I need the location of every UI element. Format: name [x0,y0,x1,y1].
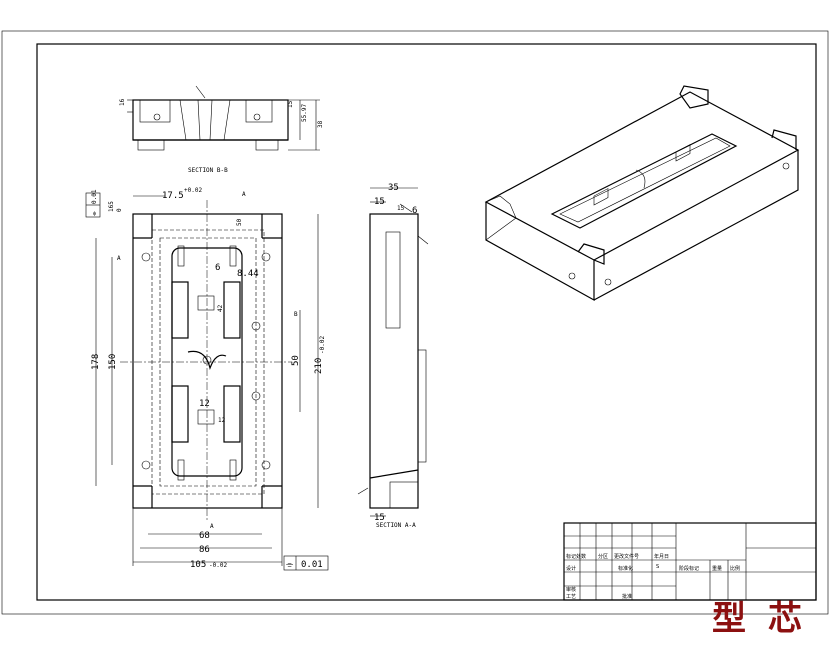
dim-50-top: 50 [236,218,243,226]
tb-weight: 重量 [712,565,722,572]
dim-bb-55-97: 55.97 [301,104,308,122]
flatness-value-bottom: 0.01 [301,560,323,570]
arrow-label-b: B [294,311,298,318]
dim-aa-15-bottom: 15 [374,513,385,523]
dim-12b: 12 [218,417,226,424]
dim-aa-6: 6 [412,206,417,216]
arrow-label-a-bottom: A [210,523,214,530]
watermark-text: 型芯 [712,599,824,639]
dim-aa-15-top: 15 [374,197,385,207]
section-aa-view: 35 15 15 6 15 SECTION A-A [357,183,429,529]
tb-zone: 分区 [598,553,608,560]
tb-process: 工艺 [566,594,576,600]
front-view: A A A B 17.5 +0.02 165 0 50 6 8.44 42 17… [85,187,329,571]
dim-8-44: 8.44 [237,269,259,279]
tb-design: 设计 [566,565,576,572]
outer-border [1,30,829,615]
arrow-label-a-top: A [242,191,246,198]
flatness-symbol-bottom: ⌯ [286,560,294,570]
tb-sign-date: 年月日 [654,553,669,560]
tb-approve: 批准 [622,593,632,600]
dim-17-5: 17.5 [162,191,184,201]
flatness-value-top: 0.01 [91,189,98,204]
dim-165: 165 [108,201,115,212]
tb-stage-mark: 阶段标记 [679,565,699,572]
dim-aa-35: 35 [388,183,399,193]
dim-105: 105 [190,560,206,570]
flatness-frame-top: ⌯ 0.01 [85,189,101,218]
dim-6: 6 [215,263,220,273]
isometric-view [484,85,800,302]
dim-210-tol: -0.02 [319,336,326,354]
dim-150: 150 [108,354,118,370]
dim-bb-15: 15 [287,100,294,108]
flatness-frame-bottom: ⌯ 0.01 [283,555,329,571]
tb-scale: 比例 [730,565,740,572]
section-bb-caption: SECTION B-B [188,167,228,174]
dim-105-tol: -0.02 [209,562,227,569]
tb-marks: 标记处数 [566,553,586,560]
tb-stage: S [656,564,659,570]
dim-aa-15-small: 15 [397,205,405,212]
dim-178: 178 [91,354,101,370]
dim-86: 86 [199,545,210,555]
inner-border [36,43,817,601]
tb-standardize: 标准化 [618,565,633,572]
dim-210: 210 [314,358,324,374]
dim-165-tol: 0 [116,208,123,212]
tb-audit: 审核 [566,586,576,593]
tb-change-doc: 更改文件号 [614,553,639,560]
dim-12a: 12 [199,399,210,409]
title-block: 标记处数 分区 更改文件号 年月日 设计 标准化 S 阶段标记 重量 比例 审核… [563,522,817,601]
dim-50: 50 [291,355,301,366]
dim-68: 68 [199,531,210,541]
section-aa-caption: SECTION A-A [376,522,416,529]
dim-17-5-tol: +0.02 [184,187,202,194]
dim-42: 42 [217,304,224,312]
dim-bb-38: 38 [317,120,324,128]
section-bb-view: 16 15 55.97 38 SECTION B-B [119,85,324,174]
flatness-symbol-top: ⌯ [91,211,98,216]
arrow-label-a-left: A [117,255,121,262]
dim-bb-16: 16 [119,98,126,106]
